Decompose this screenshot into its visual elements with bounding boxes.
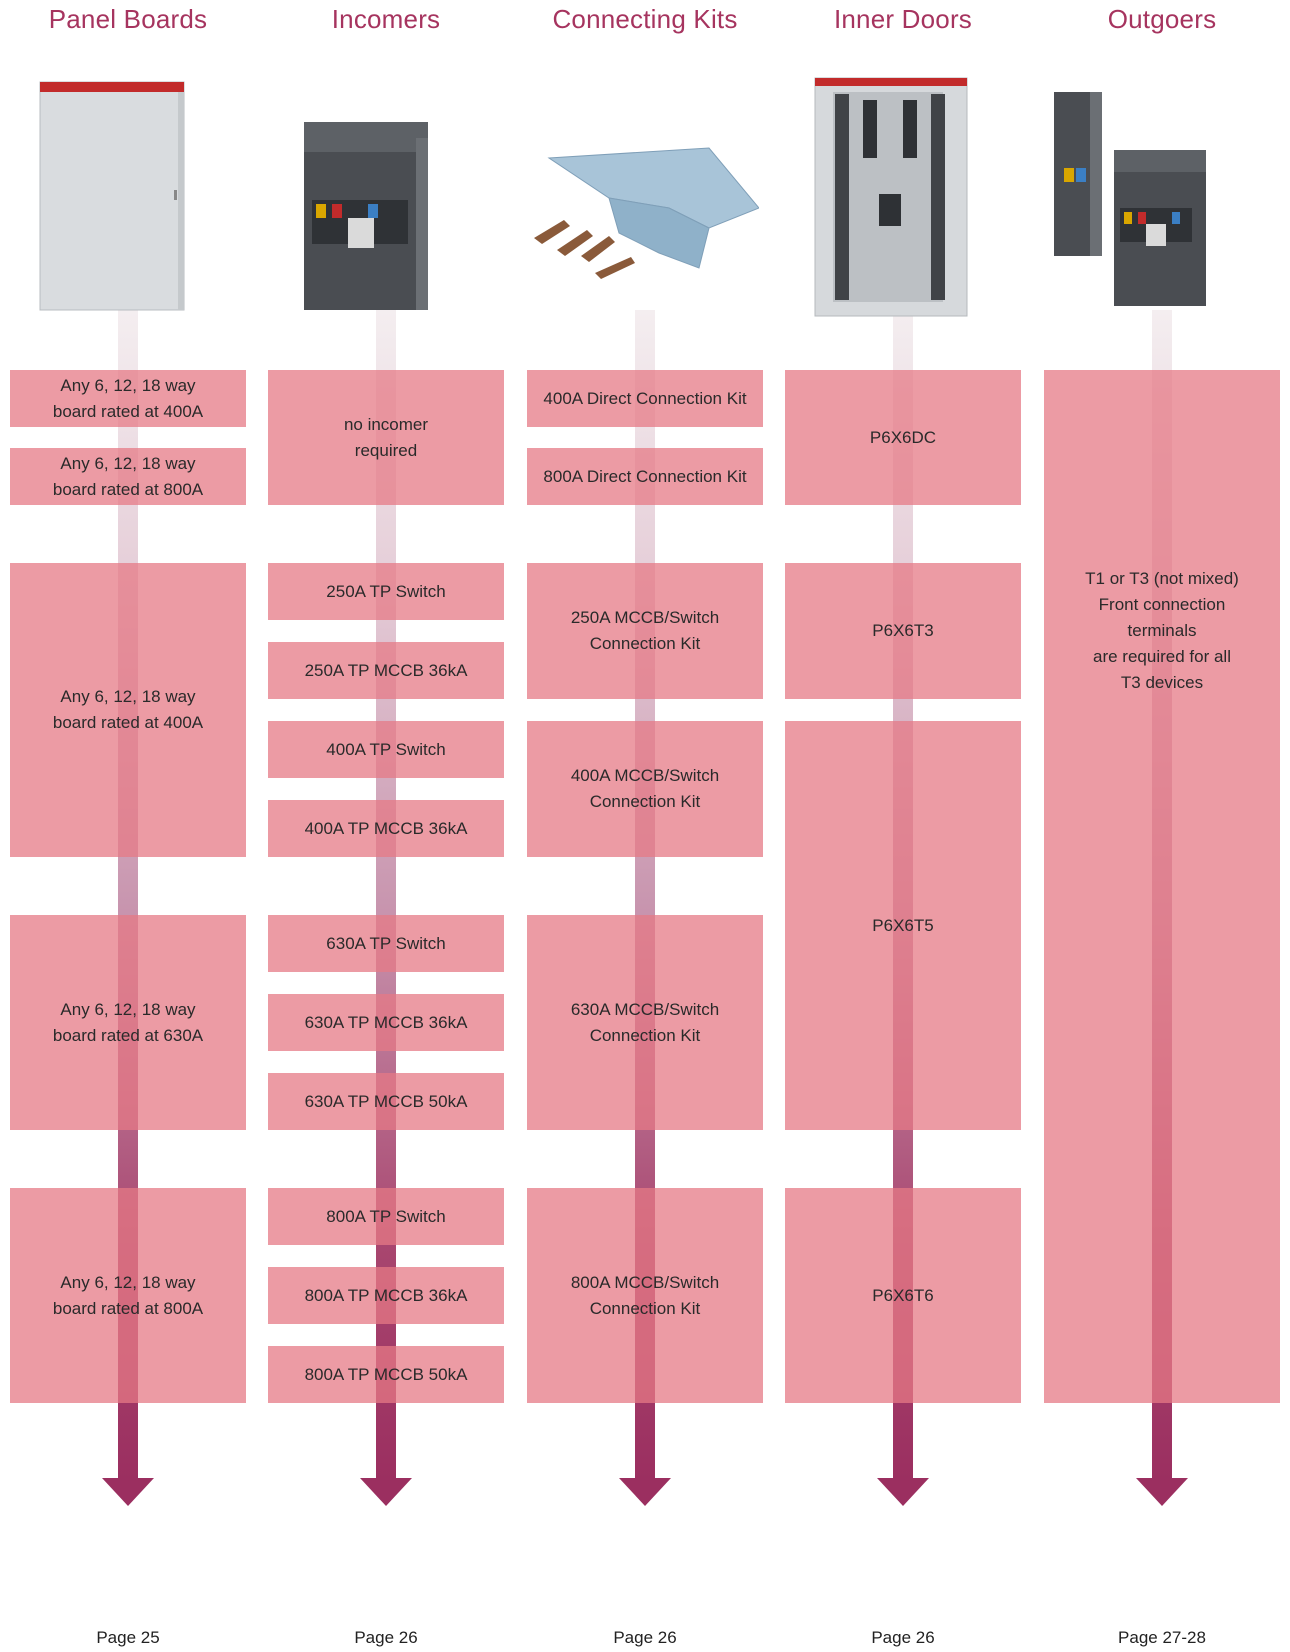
box-option: 630A MCCB/Switch Connection Kit bbox=[527, 915, 763, 1130]
box-option: Any 6, 12, 18 way board rated at 800A bbox=[10, 1188, 246, 1403]
box-option: 400A TP MCCB 36kA bbox=[268, 800, 504, 857]
column-incomers: Incomers no incomer required 250A TP Swi… bbox=[268, 0, 504, 1652]
box-option: Any 6, 12, 18 way board rated at 800A bbox=[10, 448, 246, 505]
column-heading: Panel Boards bbox=[48, 4, 208, 34]
box-option: 630A TP MCCB 36kA bbox=[268, 994, 504, 1051]
down-arrow-icon bbox=[102, 1478, 154, 1506]
down-arrow-icon bbox=[619, 1478, 671, 1506]
outgoer-breakers-image bbox=[1054, 92, 1206, 306]
down-arrow-icon bbox=[877, 1478, 929, 1506]
box-option: Any 6, 12, 18 way board rated at 400A bbox=[10, 563, 246, 857]
box-option: P6X6T3 bbox=[785, 563, 1021, 699]
box-option: P6X6T6 bbox=[785, 1188, 1021, 1403]
box-option: Any 6, 12, 18 way board rated at 400A bbox=[10, 370, 246, 427]
column-heading: Connecting Kits bbox=[552, 4, 738, 34]
box-option: 800A TP MCCB 36kA bbox=[268, 1267, 504, 1324]
box-option: 800A TP MCCB 50kA bbox=[268, 1346, 504, 1403]
box-option: 250A TP Switch bbox=[268, 563, 504, 620]
column-heading: Incomers bbox=[331, 4, 441, 34]
panel-board-image bbox=[39, 81, 185, 311]
box-option: P6X6T5 bbox=[785, 721, 1021, 1130]
box-option: T1 or T3 (not mixed) Front connection te… bbox=[1044, 370, 1280, 1403]
down-arrow-icon bbox=[360, 1478, 412, 1506]
page-reference: Page 26 bbox=[871, 1628, 935, 1647]
page-reference: Page 25 bbox=[96, 1628, 160, 1647]
down-arrow-icon bbox=[1136, 1478, 1188, 1506]
column-connecting-kits: Connecting Kits 400A Direct Connection K… bbox=[527, 0, 763, 1652]
box-option: P6X6DC bbox=[785, 370, 1021, 505]
mccb-breaker-image bbox=[304, 122, 428, 310]
box-option: 800A MCCB/Switch Connection Kit bbox=[527, 1188, 763, 1403]
box-option: 250A TP MCCB 36kA bbox=[268, 642, 504, 699]
box-option: 800A Direct Connection Kit bbox=[527, 448, 763, 505]
column-panel-boards: Panel Boards Any 6, 12, 18 way board rat… bbox=[10, 0, 246, 1652]
box-option: 630A TP MCCB 50kA bbox=[268, 1073, 504, 1130]
box-option: 800A TP Switch bbox=[268, 1188, 504, 1245]
box-option: Any 6, 12, 18 way board rated at 630A bbox=[10, 915, 246, 1130]
box-option: 400A Direct Connection Kit bbox=[527, 370, 763, 427]
column-inner-doors: Inner Doors P6X6DC P6X6T3 P6X6T5 P6X6T6 … bbox=[785, 0, 1021, 1652]
column-heading: Outgoers bbox=[1107, 4, 1217, 34]
box-option: 250A MCCB/Switch Connection Kit bbox=[527, 563, 763, 699]
column-outgoers: Outgoers T1 or T3 (not mixed) Front conn… bbox=[1044, 0, 1280, 1652]
page-reference: Page 26 bbox=[613, 1628, 677, 1647]
box-option: 630A TP Switch bbox=[268, 915, 504, 972]
page-reference: Page 27-28 bbox=[1118, 1628, 1206, 1647]
inner-door-image bbox=[814, 77, 968, 317]
connection-kit-image bbox=[534, 147, 759, 279]
column-heading: Inner Doors bbox=[833, 4, 973, 34]
box-option: no incomer required bbox=[268, 370, 504, 505]
box-option: 400A MCCB/Switch Connection Kit bbox=[527, 721, 763, 857]
page-reference: Page 26 bbox=[354, 1628, 418, 1647]
box-option: 400A TP Switch bbox=[268, 721, 504, 778]
